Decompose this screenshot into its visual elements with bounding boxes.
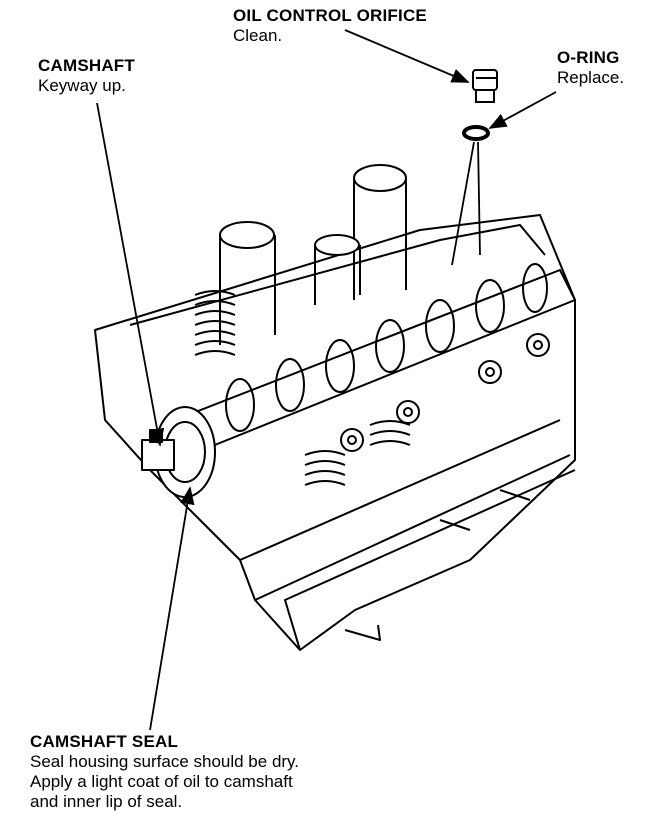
camshaft-callout: CAMSHAFT Keyway up. bbox=[38, 56, 135, 96]
orifice-location-line bbox=[451, 141, 475, 266]
orifice-location-line-2 bbox=[477, 141, 481, 256]
camshaft-seal-leader bbox=[149, 486, 195, 731]
camshaft-seal-callout: CAMSHAFT SEAL Seal housing surface shoul… bbox=[30, 732, 299, 812]
camshaft-body bbox=[174, 263, 576, 456]
oil-orifice-leader bbox=[344, 29, 470, 83]
camshaft-seal-note-3: and inner lip of seal. bbox=[30, 792, 183, 811]
o-ring-part bbox=[462, 125, 490, 141]
camshaft-seal-shape bbox=[141, 406, 216, 498]
o-ring-callout: O-RING Replace. bbox=[557, 48, 624, 88]
camshaft-note: Keyway up. bbox=[38, 76, 126, 95]
studs bbox=[344, 489, 531, 641]
o-ring-note: Replace. bbox=[557, 68, 625, 87]
valve-springs bbox=[194, 290, 411, 486]
camshaft-leader bbox=[96, 102, 165, 447]
oil-control-orifice-callout: OIL CONTROL ORIFICE Clean. bbox=[233, 6, 427, 46]
oil-control-orifice-title: OIL CONTROL ORIFICE bbox=[233, 6, 427, 25]
o-ring-title: O-RING bbox=[557, 48, 620, 67]
bolts bbox=[340, 333, 550, 452]
spark-plug-tubes bbox=[219, 164, 407, 345]
cylinder-head-body bbox=[94, 214, 576, 651]
oil-control-orifice-note: Clean. bbox=[233, 26, 283, 45]
o-ring-leader bbox=[488, 91, 557, 129]
camshaft-seal-note-1: Seal housing surface should be dry. bbox=[30, 752, 300, 771]
camshaft-title: CAMSHAFT bbox=[38, 56, 135, 75]
camshaft-seal-title: CAMSHAFT SEAL bbox=[30, 732, 179, 751]
oil-control-orifice-part bbox=[472, 69, 498, 103]
camshaft-seal-note-2: Apply a light coat of oil to camshaft bbox=[30, 772, 293, 791]
